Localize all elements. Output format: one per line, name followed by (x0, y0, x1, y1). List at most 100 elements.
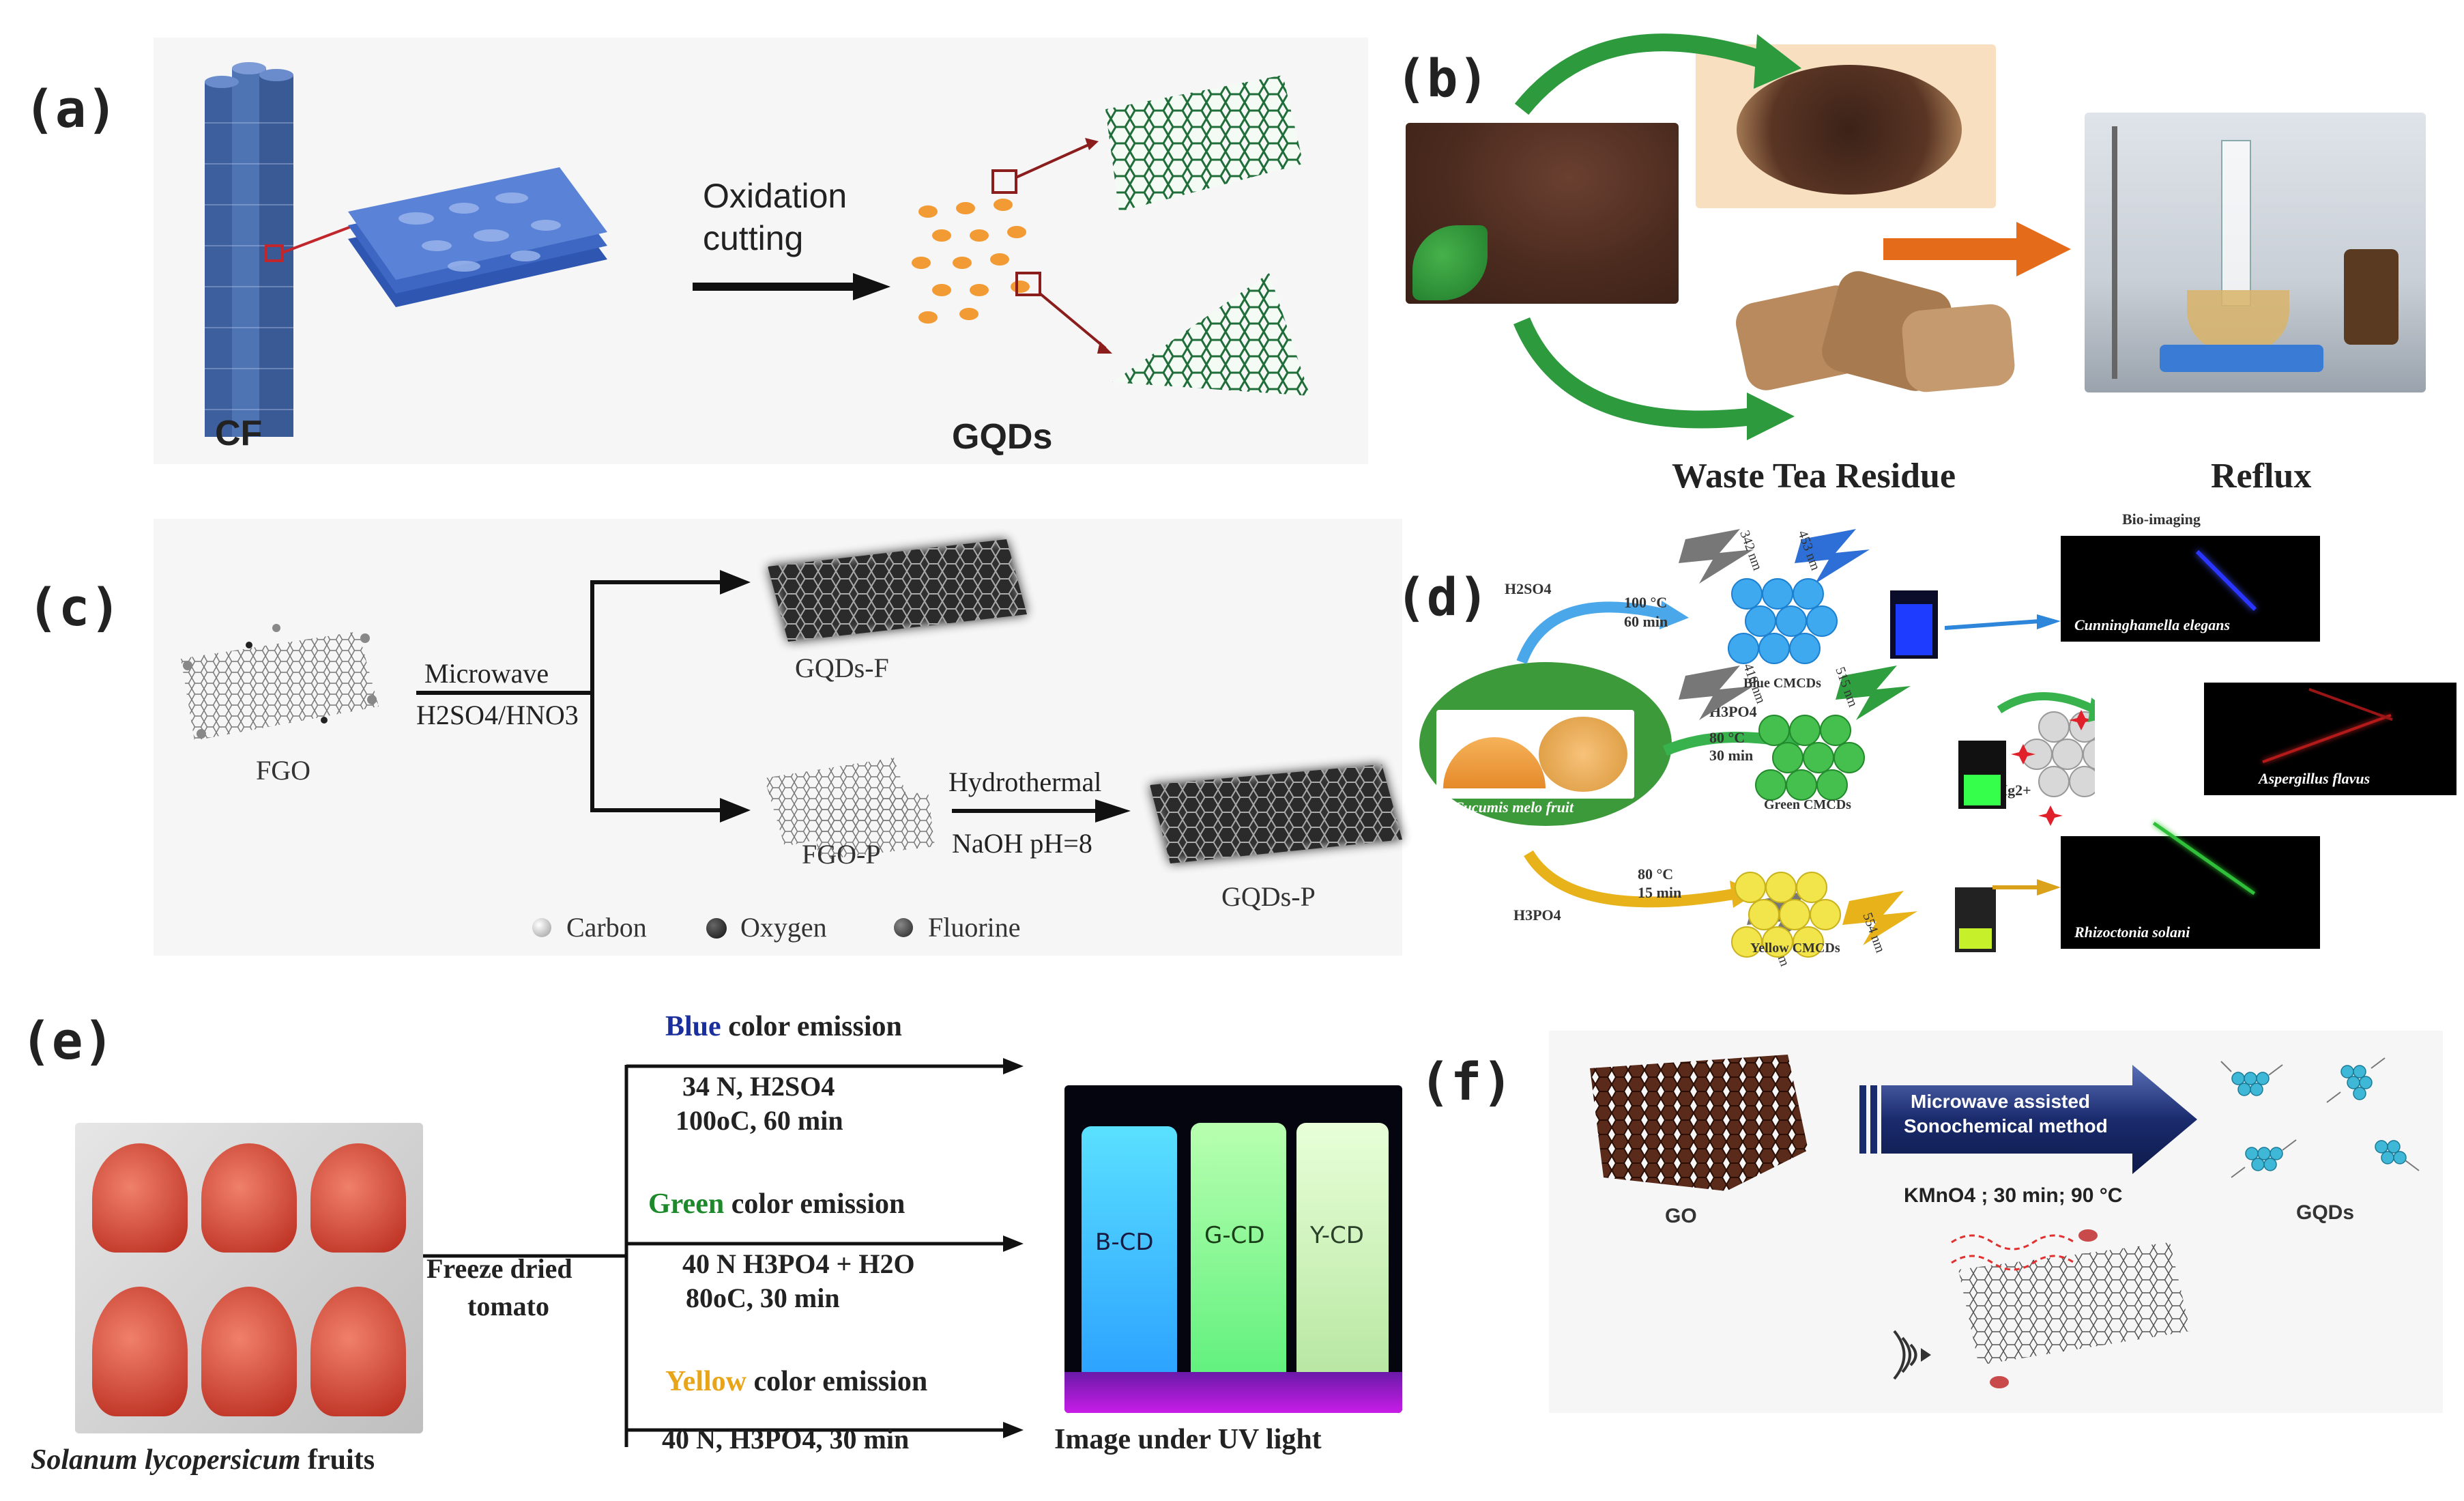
green-vial (1958, 741, 2006, 809)
microwave-label: Microwave (424, 658, 549, 689)
blue-word: Blue (665, 1011, 721, 1042)
blue-cond1: 34 N, H2SO4 (682, 1071, 835, 1102)
fgo-label: FGO (256, 755, 311, 786)
cutting-label: cutting (703, 219, 804, 257)
tomato-photo (75, 1123, 423, 1433)
green-emission-title: Green color emission (648, 1188, 905, 1220)
tomato-caption-italic: Solanum lycopersicum (31, 1444, 301, 1476)
panel-d-label: (d) (1395, 567, 1490, 627)
green-word: Green (648, 1188, 725, 1220)
panel-e-label: (e) (20, 1010, 115, 1071)
cond1b: 60 min (1624, 613, 1668, 630)
microscopy-red: Aspergillus flavus (2204, 683, 2456, 795)
oxidation-arrow (693, 273, 890, 300)
fgo-p-label: FGO-P (802, 839, 881, 870)
organism3-label: Rhizoctonia solani (2074, 924, 2190, 941)
blue-cmcd-cluster (1728, 578, 1838, 664)
lightning-bolts: 342 nm 453 nm 410 nm 515 nm 425 nm 554 n… (1679, 528, 1917, 969)
mint-leaf-icon (1412, 225, 1488, 300)
reflux-caption: Reflux (2211, 457, 2312, 496)
oxygen-dot-icon (706, 918, 727, 939)
h3po4-bottom-label: H3PO4 (1513, 906, 1561, 924)
melon-photo (1436, 710, 1634, 799)
carbon-fiber-illustration (205, 62, 607, 437)
green-cmcd-cluster (1755, 715, 1865, 801)
blue-cmcds-label: Blue CMCDs (1743, 676, 1821, 691)
panel-c-label: (c) (27, 577, 121, 638)
cond3a: 80 °C (1638, 866, 1674, 883)
yellow-cond1: 40 N, H3PO4, 30 min (662, 1424, 910, 1455)
cond3b: 15 min (1638, 884, 1682, 901)
gqds-p-structure (1150, 764, 1402, 863)
fgo-structure (181, 624, 379, 741)
panel-a-label: (a) (24, 78, 118, 139)
oxidation-label: Oxidation (703, 177, 847, 215)
tea-leaves-photo (1406, 123, 1679, 304)
emission-branch-lines (423, 1058, 1024, 1447)
green-cond1: 40 N H3PO4 + H2O (682, 1248, 915, 1279)
vial-label-y: Y-CD (1310, 1222, 1364, 1249)
gqds-label-f: GQDs (2296, 1201, 2355, 1224)
microscopy-green: Rhizoctonia solani (2061, 821, 2320, 949)
blue-vial (1890, 590, 1938, 659)
acid-label: H2SO4/HNO3 (416, 700, 579, 730)
organism1-label: Cunninghamella elegans (2074, 616, 2231, 633)
legend-oxygen: Oxygen (740, 912, 827, 943)
uv-caption: Image under UV light (1054, 1424, 1322, 1455)
tomato-caption: Solanum lycopersicum fruits (31, 1444, 375, 1476)
tomato-caption-rest: fruits (300, 1444, 375, 1476)
gqds-f-structure (768, 539, 1027, 642)
panel-b-label: (b) (1395, 48, 1490, 109)
bio-imaging-title: Bio-imaging (2122, 511, 2201, 528)
melon-caption: Cucumis melo fruit (1453, 799, 1574, 816)
naoh-label: NaOH pH=8 (952, 828, 1092, 859)
blue-emission-title: Blue color emission (665, 1011, 902, 1042)
microscopy-blue: Cunninghamella elegans (2061, 536, 2320, 642)
hydrothermal-arrow (952, 799, 1131, 823)
cond1a: 100 °C (1624, 594, 1668, 611)
go-sheet (1590, 1055, 1808, 1191)
gqds-p-label: GQDs-P (1221, 881, 1316, 912)
cond2a: 80 °C (1709, 729, 1745, 746)
vial-arrows (1945, 614, 2061, 896)
method-line1: Microwave assisted (1911, 1091, 2091, 1112)
cond2b: 30 min (1709, 747, 1754, 764)
go-label: GO (1665, 1205, 1697, 1227)
reflux-setup-photo (2085, 113, 2426, 392)
gqds-illustration (912, 75, 1310, 396)
gqds-clusters-f (2220, 1057, 2420, 1178)
tea-filter-photo (1696, 44, 1996, 208)
freeze-line2: tomato (467, 1291, 549, 1321)
method-conditions: KMnO4 ; 30 min; 90 °C (1904, 1184, 2123, 1207)
orange-arrow (1883, 222, 2071, 276)
legend-carbon: Carbon (566, 912, 647, 943)
gqds-label-a: GQDs (952, 417, 1053, 457)
uv-vials-photo: B-CD G-CD Y-CD (1064, 1085, 1402, 1413)
cmcd-clusters (1728, 578, 2095, 958)
vial-label-b: B-CD (1095, 1229, 1154, 1256)
blue-cond2: 100oC, 60 min (676, 1105, 843, 1136)
yellow-vial (1955, 887, 1996, 952)
branch-arrows (416, 570, 751, 823)
yellow-cmcd-cluster (1731, 872, 1841, 958)
green-cmcds-label: Green CMCDs (1764, 797, 1851, 812)
organism2-label: Aspergillus flavus (2259, 770, 2371, 787)
hydrothermal-label: Hydrothermal (948, 767, 1102, 797)
vial-label-g: G-CD (1204, 1222, 1265, 1249)
tea-bags-photo (1726, 266, 2020, 403)
green-curved-arrows (1513, 33, 1801, 440)
sonochemical-scheme (1893, 1229, 2190, 1388)
green-cond2: 80oC, 30 min (686, 1283, 840, 1313)
vial-green (1191, 1123, 1286, 1386)
freeze-line1: Freeze dried (426, 1253, 572, 1284)
carbon-dot-icon (532, 918, 551, 937)
vial-yellow (1296, 1123, 1389, 1386)
gqds-f-label: GQDs-F (795, 653, 889, 683)
legend-fluorine: Fluorine (928, 912, 1021, 943)
panel-f-label: (f) (1419, 1051, 1513, 1112)
yellow-emission-title: Yellow color emission (665, 1366, 928, 1397)
waste-tea-caption: Waste Tea Residue (1672, 457, 1956, 496)
fgo-p-structure (764, 758, 935, 860)
yellow-cmcds-label: Yellow CMCDs (1750, 941, 1840, 956)
yellow-word: Yellow (665, 1366, 747, 1397)
